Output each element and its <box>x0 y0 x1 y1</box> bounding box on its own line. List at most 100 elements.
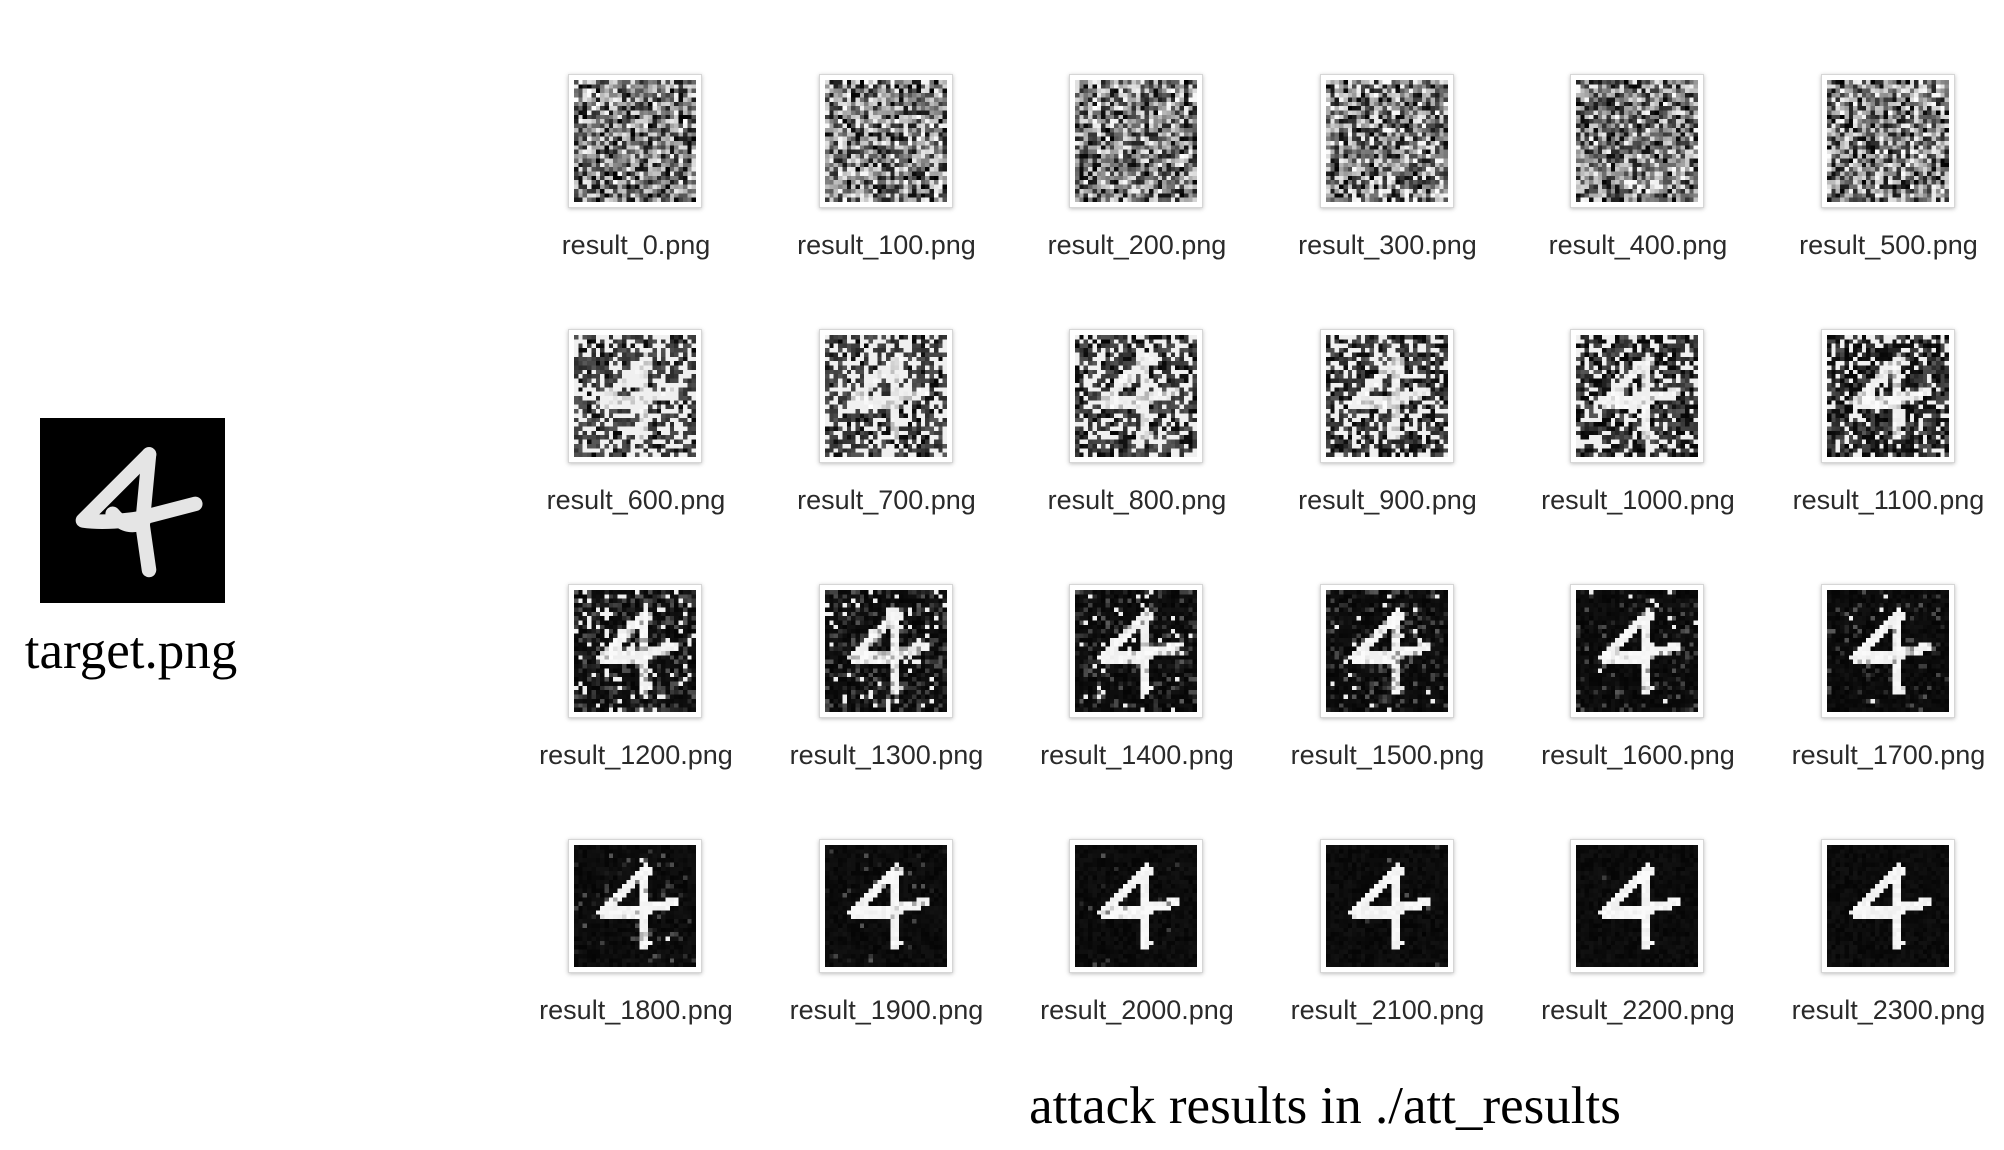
result-image <box>1826 80 1949 202</box>
result-image <box>824 590 947 712</box>
result-thumbnail[interactable] <box>1820 584 1955 718</box>
result-image <box>1075 590 1197 712</box>
result-filename: result_1100.png <box>1792 485 1985 515</box>
result-file[interactable]: result_700.png <box>762 323 1012 523</box>
result-image <box>1325 335 1448 457</box>
result-thumbnail[interactable] <box>1570 329 1704 463</box>
result-image <box>1325 80 1448 202</box>
result-filename: result_1500.png <box>1290 740 1485 770</box>
result-image <box>574 335 696 457</box>
result-file[interactable]: result_400.png <box>1513 68 1763 268</box>
result-thumbnail[interactable] <box>568 839 702 973</box>
result-thumbnail[interactable] <box>1319 329 1454 463</box>
result-thumbnail[interactable] <box>818 329 953 463</box>
result-thumbnail[interactable] <box>1820 74 1955 208</box>
result-thumbnail[interactable] <box>1319 74 1454 208</box>
result-filename: result_100.png <box>797 230 976 260</box>
result-thumbnail[interactable] <box>1069 584 1203 718</box>
result-thumbnail[interactable] <box>1319 584 1454 718</box>
digit-four-image <box>40 418 225 603</box>
result-image <box>1075 335 1197 457</box>
result-file[interactable]: result_800.png <box>1012 323 1262 523</box>
result-filename: result_600.png <box>546 485 726 515</box>
result-thumbnail[interactable] <box>1069 74 1203 208</box>
result-image <box>574 590 696 712</box>
result-filename: result_1400.png <box>1040 740 1234 770</box>
result-thumbnail[interactable] <box>1570 584 1704 718</box>
results-grid: result_0.png result_100.png result_200.png… <box>516 68 2004 1048</box>
result-thumbnail[interactable] <box>1570 839 1704 973</box>
result-image <box>1325 845 1448 967</box>
result-file[interactable]: result_200.png <box>1012 68 1262 268</box>
result-file[interactable]: result_1000.png <box>1513 323 1763 523</box>
result-image <box>1075 845 1197 967</box>
result-file[interactable]: result_2200.png <box>1513 833 1763 1033</box>
result-image <box>1075 80 1197 202</box>
result-filename: result_700.png <box>797 485 976 515</box>
result-filename: result_200.png <box>1047 230 1227 260</box>
result-thumbnail[interactable] <box>1820 839 1955 973</box>
result-image <box>1325 590 1448 712</box>
result-file[interactable]: result_2000.png <box>1012 833 1262 1033</box>
target-filename: target.png <box>24 622 238 680</box>
result-filename: result_300.png <box>1298 230 1477 260</box>
result-file[interactable]: result_2300.png <box>1764 833 2004 1033</box>
result-file[interactable]: result_2100.png <box>1263 833 1513 1033</box>
result-filename: result_400.png <box>1548 230 1728 260</box>
result-file[interactable]: result_1400.png <box>1012 578 1262 778</box>
result-file[interactable]: result_1600.png <box>1513 578 1763 778</box>
result-file[interactable]: result_0.png <box>511 68 761 268</box>
result-filename: result_2200.png <box>1541 995 1735 1025</box>
result-file[interactable]: result_1200.png <box>511 578 761 778</box>
result-filename: result_2000.png <box>1040 995 1234 1025</box>
result-file[interactable]: result_1500.png <box>1263 578 1513 778</box>
result-file[interactable]: result_900.png <box>1263 323 1513 523</box>
result-image <box>824 80 947 202</box>
result-file[interactable]: result_1100.png <box>1764 323 2004 523</box>
result-filename: result_1200.png <box>539 740 733 770</box>
result-image <box>1576 335 1698 457</box>
result-thumbnail[interactable] <box>1069 839 1203 973</box>
result-filename: result_0.png <box>561 230 711 260</box>
result-filename: result_1800.png <box>539 995 733 1025</box>
result-thumbnail[interactable] <box>818 74 953 208</box>
result-file[interactable]: result_1300.png <box>762 578 1012 778</box>
result-thumbnail[interactable] <box>1319 839 1454 973</box>
result-filename: result_1700.png <box>1791 740 1986 770</box>
result-file[interactable]: result_1700.png <box>1764 578 2004 778</box>
result-image <box>574 845 696 967</box>
result-image <box>1576 80 1698 202</box>
result-image <box>574 80 696 202</box>
result-filename: result_900.png <box>1298 485 1477 515</box>
result-image <box>1826 335 1949 457</box>
result-thumbnail[interactable] <box>818 584 953 718</box>
result-file[interactable]: result_500.png <box>1764 68 2004 268</box>
result-file[interactable]: result_100.png <box>762 68 1012 268</box>
target-image[interactable] <box>40 418 225 603</box>
result-thumbnail[interactable] <box>1069 329 1203 463</box>
result-thumbnail[interactable] <box>568 329 702 463</box>
result-thumbnail[interactable] <box>1570 74 1704 208</box>
result-file[interactable]: result_1900.png <box>762 833 1012 1033</box>
result-filename: result_500.png <box>1799 230 1978 260</box>
result-thumbnail[interactable] <box>818 839 953 973</box>
result-thumbnail[interactable] <box>568 584 702 718</box>
result-filename: result_1000.png <box>1541 485 1735 515</box>
result-filename: result_2300.png <box>1791 995 1986 1025</box>
result-thumbnail[interactable] <box>1820 329 1955 463</box>
result-file[interactable]: result_300.png <box>1263 68 1513 268</box>
result-filename: result_800.png <box>1047 485 1227 515</box>
result-image <box>1826 845 1949 967</box>
results-caption: attack results in ./att_results <box>1029 1077 1621 1135</box>
result-image <box>1576 590 1698 712</box>
result-file[interactable]: result_600.png <box>511 323 761 523</box>
result-image <box>824 335 947 457</box>
result-thumbnail[interactable] <box>568 74 702 208</box>
result-image <box>1826 590 1949 712</box>
result-file[interactable]: result_1800.png <box>511 833 761 1033</box>
result-image <box>1576 845 1698 967</box>
result-filename: result_1600.png <box>1541 740 1735 770</box>
result-filename: result_1900.png <box>789 995 984 1025</box>
result-filename: result_2100.png <box>1290 995 1485 1025</box>
result-image <box>824 845 947 967</box>
